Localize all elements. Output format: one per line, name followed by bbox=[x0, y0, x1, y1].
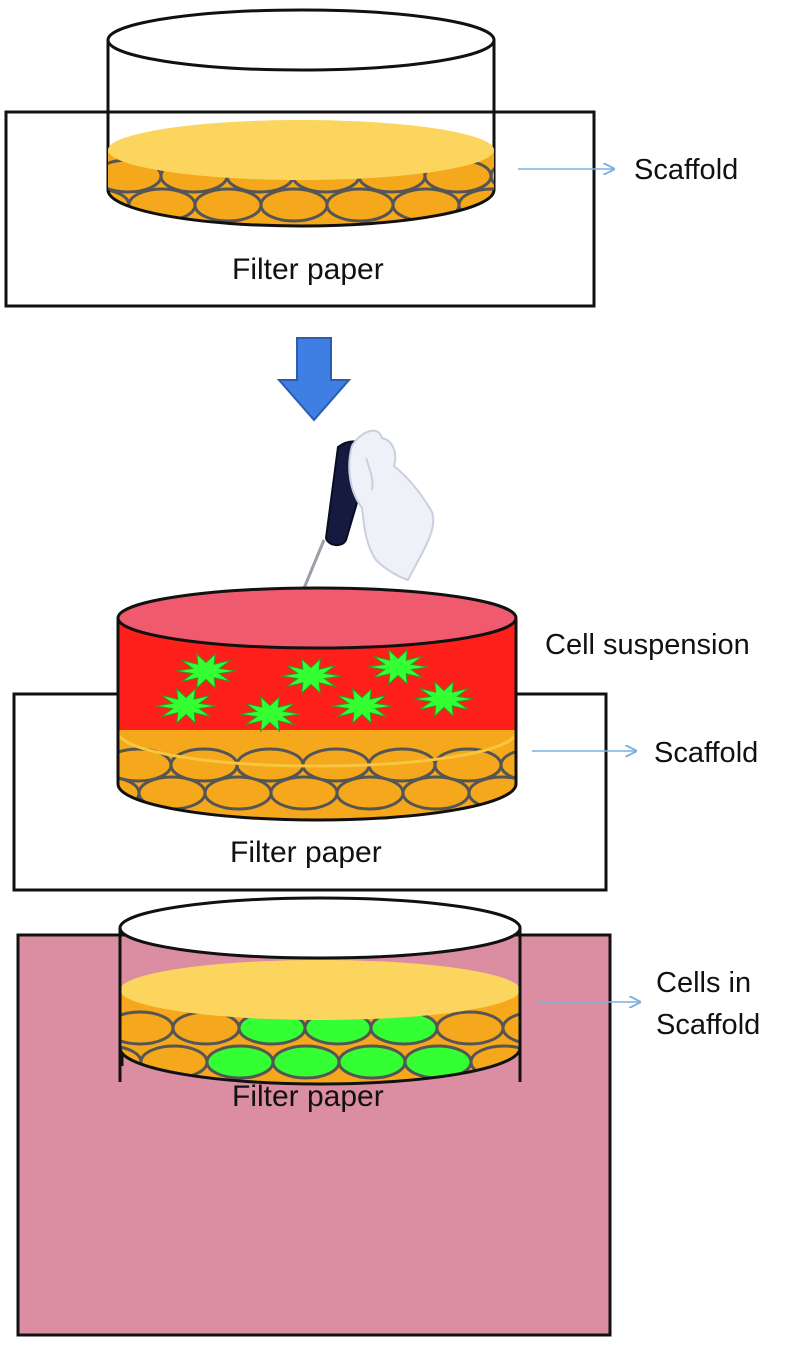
suspended-cell bbox=[280, 657, 342, 695]
suspended-cell bbox=[175, 652, 237, 690]
suspension-top-surface bbox=[116, 586, 518, 650]
scaffold-pore bbox=[325, 187, 395, 223]
scaffold-label: Scaffold bbox=[654, 737, 758, 769]
panel-1: Scaffold Filter paper bbox=[4, 8, 738, 308]
filter-paper-label: Filter paper bbox=[232, 1080, 384, 1113]
cell-filled-pore bbox=[337, 1044, 407, 1080]
panel-2: Cell suspension Scaffold Filter paper bbox=[12, 586, 758, 892]
scaffold-label: Scaffold bbox=[634, 154, 738, 186]
suspended-cell bbox=[367, 648, 429, 686]
suspended-cells bbox=[155, 648, 475, 733]
dish-rim bbox=[106, 8, 496, 72]
scaffold-pore bbox=[259, 187, 329, 223]
cells-in-scaffold-label-line2: Scaffold bbox=[656, 1009, 760, 1041]
down-arrow-icon bbox=[276, 337, 352, 422]
cell-filled-pore bbox=[271, 1044, 341, 1080]
panel-3-content bbox=[118, 960, 522, 1086]
suspended-cell bbox=[155, 687, 217, 725]
scaffold-pore bbox=[335, 775, 405, 811]
cell-suspension-label: Cell suspension bbox=[545, 629, 750, 661]
cell-filled-pore bbox=[205, 1044, 275, 1080]
scaffold-pore bbox=[435, 1010, 505, 1046]
suspended-cell bbox=[331, 687, 393, 725]
scaffold-top-surface bbox=[120, 960, 520, 1020]
scaffold-pore bbox=[401, 775, 471, 811]
filter-paper-label: Filter paper bbox=[230, 836, 382, 869]
gloved-hand-icon bbox=[348, 429, 435, 582]
scaffold-pore bbox=[203, 775, 273, 811]
cell-suspension bbox=[118, 618, 516, 766]
filter-paper-label: Filter paper bbox=[232, 253, 384, 286]
scaffold-pore bbox=[499, 747, 516, 783]
dish-rim bbox=[118, 896, 522, 960]
scaffold-pore bbox=[193, 187, 263, 223]
scaffold-pore bbox=[171, 1010, 241, 1046]
scaffold-pore bbox=[269, 775, 339, 811]
suspended-cell bbox=[413, 680, 475, 718]
scaffold-pore bbox=[489, 158, 494, 194]
scaffold-top-surface bbox=[108, 120, 494, 180]
cells-in-scaffold-label-line1: Cells in bbox=[656, 967, 751, 999]
scaffold-pores-with-cells bbox=[120, 1010, 520, 1080]
suspended-cell bbox=[239, 695, 301, 733]
